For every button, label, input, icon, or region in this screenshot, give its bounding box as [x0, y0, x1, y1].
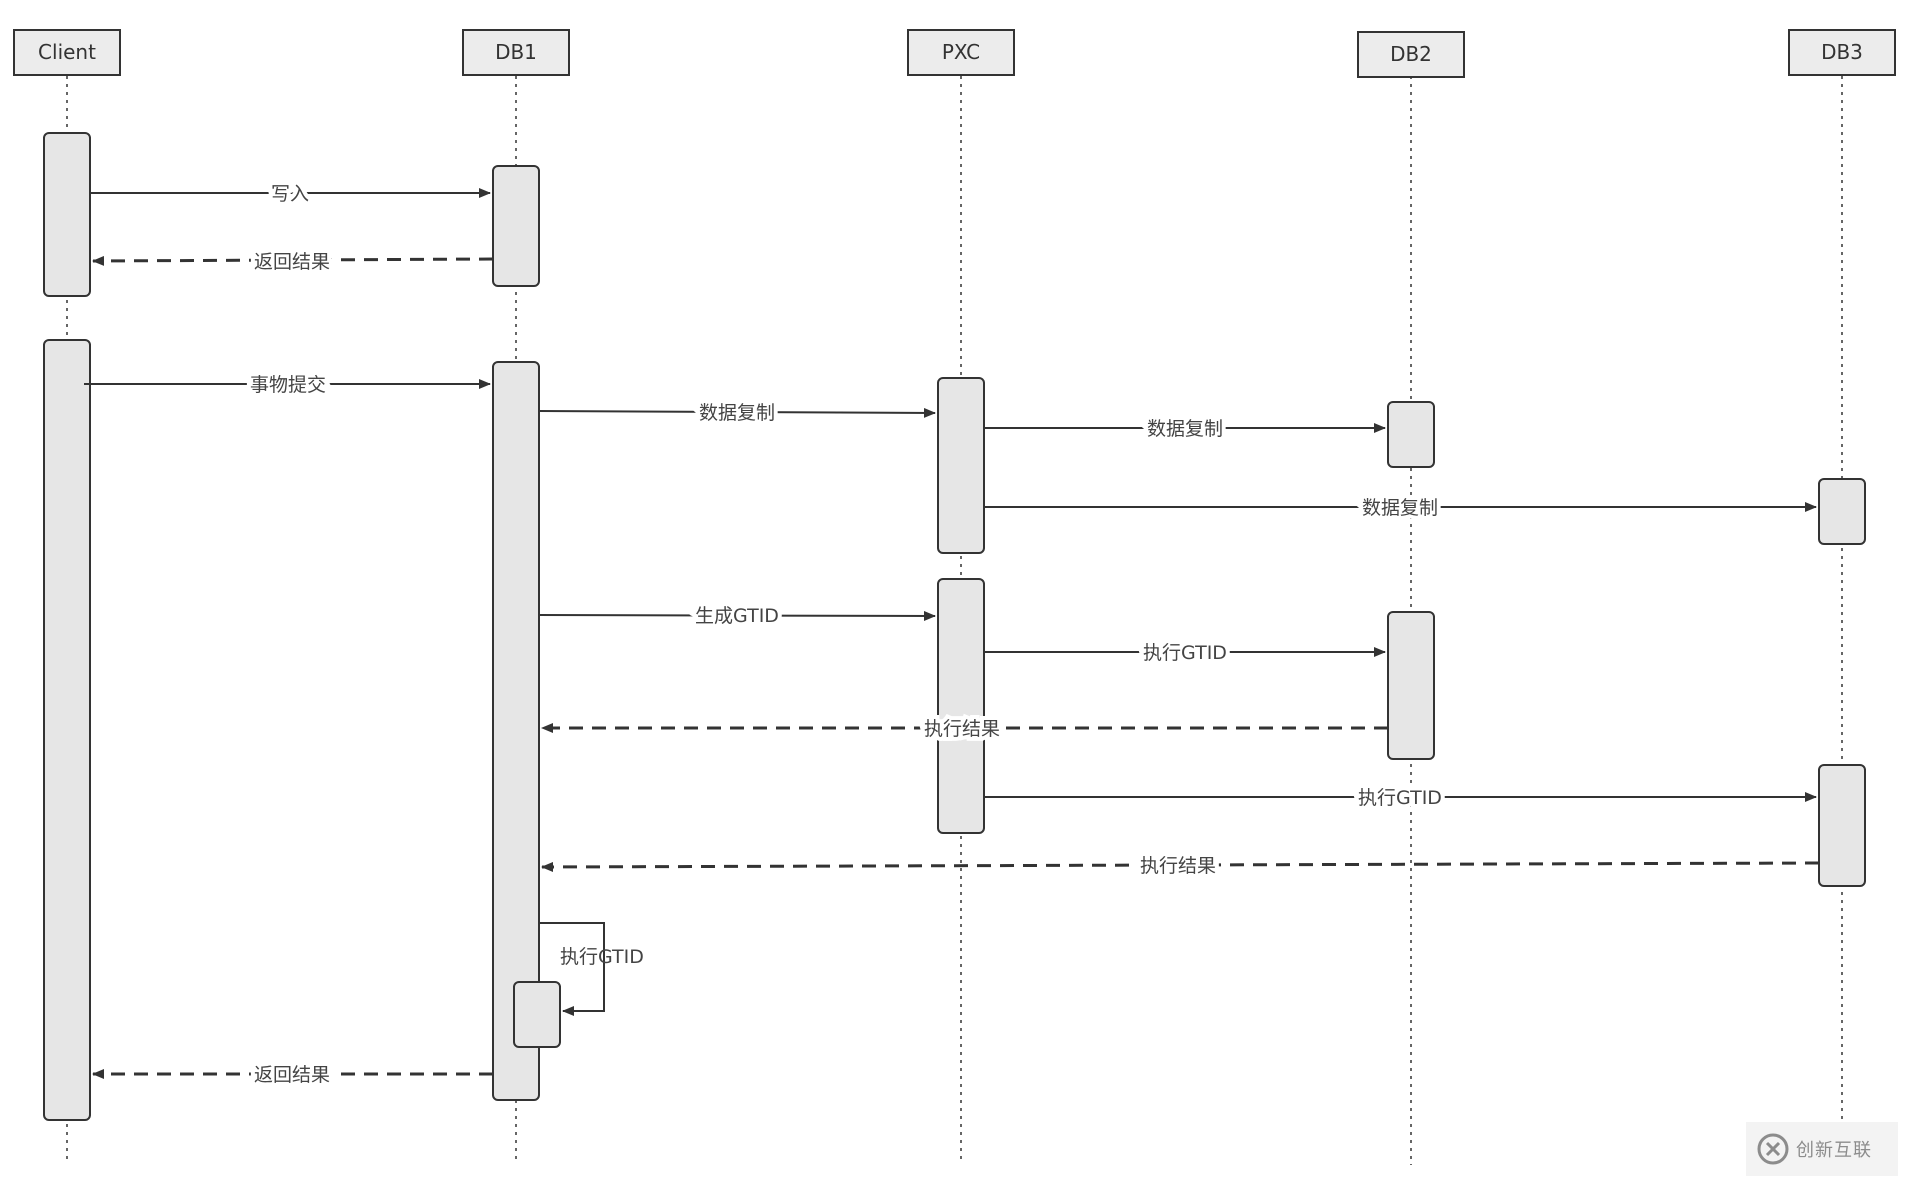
activation-db1-1	[492, 165, 540, 287]
chuangxin-logo-icon	[1757, 1133, 1789, 1165]
participant-db1: DB1	[462, 29, 570, 76]
message-pxc-to-db2-exec: 执行GTID	[984, 638, 1386, 668]
watermark: 创新互联	[1746, 1122, 1898, 1176]
message-label: 执行结果	[1140, 855, 1216, 877]
message-label: 执行GTID	[1143, 642, 1227, 664]
message-label: 数据复制	[1147, 418, 1223, 440]
message-label: 返回结果	[254, 251, 330, 273]
activation-db1-self	[513, 981, 561, 1048]
message-label: 执行GTID	[1358, 787, 1442, 809]
message-db1-to-client-final-return: 返回结果	[92, 1060, 493, 1090]
message-pxc-to-db3-exec: 执行GTID	[984, 783, 1817, 813]
message-db3-to-db1-result: 执行结果	[541, 851, 1820, 881]
participant-client: Client	[13, 29, 121, 76]
message-db1-to-pxc-replicate: 数据复制	[538, 398, 936, 428]
participant-db2: DB2	[1357, 31, 1465, 78]
messages: 写入 返回结果 事物提交 数据复制 数据复制	[84, 179, 1820, 1090]
message-pxc-to-db3-replicate: 数据复制	[984, 493, 1817, 523]
watermark-text: 创新互联	[1796, 1140, 1872, 1161]
activation-db3-2	[1818, 764, 1866, 887]
message-db1-to-client-return: 返回结果	[92, 247, 494, 277]
message-label: 写入	[271, 183, 309, 205]
activation-db2-1	[1387, 401, 1435, 468]
participant-headers: Client DB1 PXC DB2 DB3	[13, 29, 1896, 78]
message-client-to-db1-commit: 事物提交	[84, 370, 491, 400]
message-pxc-to-db2-replicate: 数据复制	[984, 414, 1386, 444]
activation-db1-2	[492, 361, 540, 1101]
message-db2-to-db1-result: 执行结果	[541, 714, 1388, 744]
activation-client-1	[43, 132, 91, 297]
message-client-to-db1-write: 写入	[90, 179, 491, 209]
activation-db3-1	[1818, 478, 1866, 545]
message-label: 数据复制	[1362, 497, 1438, 519]
activation-pxc-1	[937, 377, 985, 554]
activation-client-2	[43, 339, 91, 1121]
message-label: 数据复制	[699, 402, 775, 424]
activation-pxc-2	[937, 578, 985, 834]
message-label: 生成GTID	[695, 605, 779, 627]
participant-client-label: Client	[38, 40, 96, 64]
participant-pxc: PXC	[907, 29, 1015, 76]
participant-db2-label: DB2	[1390, 42, 1432, 66]
message-label: 事物提交	[250, 374, 326, 396]
message-label: 执行GTID	[560, 946, 644, 968]
message-label: 返回结果	[254, 1064, 330, 1086]
message-label: 执行结果	[924, 718, 1000, 740]
activation-db2-2	[1387, 611, 1435, 760]
participant-db3: DB3	[1788, 29, 1896, 76]
message-db1-self-exec: 执行GTID	[539, 922, 644, 1016]
participant-db3-label: DB3	[1821, 40, 1863, 64]
participant-pxc-label: PXC	[942, 40, 980, 64]
participant-db1-label: DB1	[495, 40, 537, 64]
message-db1-to-pxc-gtid: 生成GTID	[538, 601, 936, 631]
activation-bars	[43, 132, 1866, 1121]
